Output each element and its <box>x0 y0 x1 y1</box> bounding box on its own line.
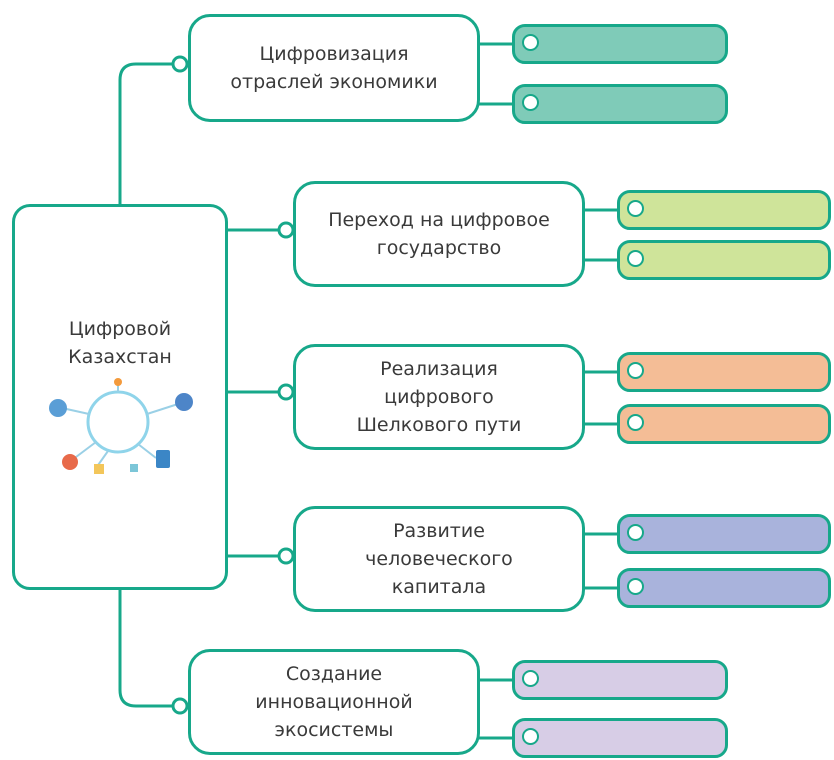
branch-digitalization: Цифровизация отраслей экономики <box>188 14 480 122</box>
branch-label: Переход на цифровое государство <box>328 209 550 259</box>
leaf-node <box>617 514 831 554</box>
branch-label: Развитие человеческого капитала <box>365 520 513 598</box>
leaf-dot <box>627 200 644 217</box>
leaf-node <box>617 190 831 230</box>
leaf-node <box>512 660 728 700</box>
leaf-dot <box>627 250 644 267</box>
branch-digital-state: Переход на цифровое государство <box>293 181 585 287</box>
leaf-node <box>512 24 728 64</box>
branch-digital-silk-road: Реализация цифрового Шелкового пути <box>293 344 585 450</box>
branch-innovation-ecosystem: Создание инновационной экосистемы <box>188 649 480 755</box>
digital-network-icon <box>49 378 193 474</box>
leaf-dot <box>627 414 644 431</box>
leaf-node <box>617 568 831 608</box>
root-label: Цифровой Казахстан <box>68 318 172 368</box>
leaf-dot <box>522 94 539 111</box>
branch-human-capital: Развитие человеческого капитала <box>293 506 585 612</box>
branch-label: Создание инновационной экосистемы <box>255 663 413 741</box>
leaf-node <box>617 352 831 392</box>
leaf-dot <box>522 670 539 687</box>
leaf-node <box>617 240 831 280</box>
branch-label: Реализация цифрового Шелкового пути <box>356 358 522 436</box>
leaf-dot <box>627 362 644 379</box>
leaf-node <box>617 404 831 444</box>
root-node: Цифровой Казахстан <box>12 204 228 590</box>
leaf-dot <box>627 524 644 541</box>
branch-label: Цифровизация отраслей экономики <box>230 43 438 93</box>
leaf-node <box>512 718 728 758</box>
leaf-dot <box>522 34 539 51</box>
leaf-dot <box>627 578 644 595</box>
leaf-node <box>512 84 728 124</box>
leaf-dot <box>522 728 539 745</box>
